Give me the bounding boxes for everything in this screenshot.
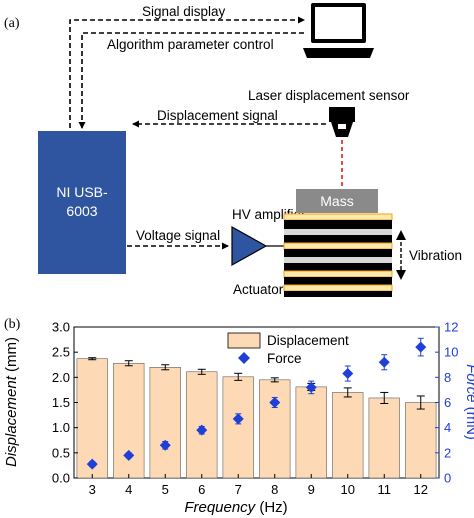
panel-a-label: (a): [4, 16, 20, 31]
y-axis-title-unit: (mm): [3, 337, 20, 372]
y2-tick-label: 8: [444, 370, 451, 385]
left-axis: 0.0 0.5 1.0 1.5 2.0 2.5 3.0: [52, 320, 78, 486]
signal-display-arrow: [69, 16, 305, 128]
y2-axis-title-unit: (mN): [463, 407, 474, 440]
y2-tick-label: 10: [444, 345, 458, 360]
vibration-arrow-up-icon: [396, 230, 406, 240]
displacement-bar: [405, 402, 437, 479]
x-tick-label: 8: [271, 482, 278, 497]
x-tick-label: 3: [89, 482, 96, 497]
displacement-bar: [76, 358, 108, 479]
force-point: [123, 449, 135, 461]
y-tick-label: 0.5: [52, 445, 70, 460]
ni-usb-box: [38, 131, 126, 274]
x-tick-label: 6: [198, 482, 205, 497]
y-tick-label: 3.0: [52, 320, 70, 335]
y2-tick-label: 2: [444, 445, 451, 460]
force-point: [415, 341, 427, 353]
mass-label: Mass: [320, 193, 353, 209]
vibration-arrow-down-icon: [396, 270, 406, 280]
legend-displacement-label: Displacement: [267, 333, 349, 348]
x-tick-label: 10: [341, 482, 355, 497]
legend-force-marker: [238, 352, 250, 364]
panel-b-label: (b): [4, 317, 21, 332]
ni-usb-label-line2: 6003: [66, 203, 97, 219]
amplifier-icon: [231, 225, 268, 267]
x-tick-label: 5: [162, 482, 169, 497]
algorithm-control-label: Algorithm parameter control: [107, 37, 274, 52]
y-tick-label: 0.0: [52, 471, 70, 486]
force-points-layer: [86, 337, 427, 470]
force-point: [305, 381, 317, 393]
actuator-stack: [283, 213, 393, 297]
voltage-signal-label: Voltage signal: [136, 228, 220, 243]
displacement-bar: [222, 376, 254, 479]
ni-usb-label-line1: NI USB-: [56, 184, 108, 200]
displacement-bar: [368, 397, 400, 479]
y-tick-label: 1.0: [52, 420, 70, 435]
x-axis-title-unit: (Hz): [259, 499, 287, 516]
laptop-icon: [303, 3, 374, 58]
force-point: [196, 424, 208, 436]
laser-sensor-label: Laser displacement sensor: [248, 88, 410, 103]
force-point: [378, 356, 390, 368]
force-point: [159, 439, 171, 451]
force-point: [232, 413, 244, 425]
actuator-label: Actuator: [233, 282, 284, 297]
y2-tick-label: 0: [444, 471, 451, 486]
x-tick-label: 11: [378, 482, 392, 497]
legend-displacement-swatch: [227, 332, 261, 349]
x-tick-label: 12: [414, 482, 428, 497]
x-tick-label: 4: [125, 482, 132, 497]
frequency-chart: 0.0 0.5 1.0 1.5 2.0 2.5 3.0 0 2 4 6 8 10 12 3 4 5 6 7 8 9 1…: [3, 320, 474, 517]
right-axis: 0 2 4 6 8 10 12: [435, 320, 458, 486]
y2-tick-label: 6: [444, 395, 451, 410]
displacement-bar: [149, 367, 181, 479]
y-tick-label: 2.5: [52, 345, 70, 360]
algorithm-control-arrow: [78, 32, 304, 129]
y2-axis-title: Force (mN): [463, 364, 474, 440]
y-tick-label: 1.5: [52, 395, 70, 410]
y-axis-title: Displacement (mm): [3, 337, 20, 467]
x-tick-label: 9: [308, 482, 315, 497]
laser-sensor-icon: [329, 107, 355, 137]
displacement-bar: [259, 379, 291, 479]
force-point: [86, 458, 98, 470]
mass-block: [296, 189, 378, 213]
y-axis-title-main: Displacement: [3, 375, 20, 467]
y-tick-label: 2.0: [52, 370, 70, 385]
displacement-signal-label: Displacement signal: [157, 108, 278, 123]
error-bars-layer: [88, 357, 425, 410]
force-point: [342, 368, 354, 380]
x-tick-label: 7: [235, 482, 242, 497]
vibration-label: Vibration: [409, 248, 462, 263]
legend-force-label: Force: [267, 351, 302, 366]
displacement-bar: [295, 386, 327, 479]
force-point: [269, 397, 281, 408]
bars-layer: [76, 358, 437, 479]
signal-display-label: Signal display: [142, 4, 226, 19]
displacement-bar: [332, 392, 364, 479]
x-axis: 3 4 5 6 7 8 9 10 11 12: [89, 474, 428, 497]
x-axis-title: Frequency (Hz): [184, 499, 287, 516]
y2-axis-title-main: Force: [463, 364, 474, 402]
x-axis-title-main: Frequency: [184, 499, 256, 516]
y2-tick-label: 4: [444, 420, 451, 435]
y2-tick-label: 12: [444, 320, 458, 335]
